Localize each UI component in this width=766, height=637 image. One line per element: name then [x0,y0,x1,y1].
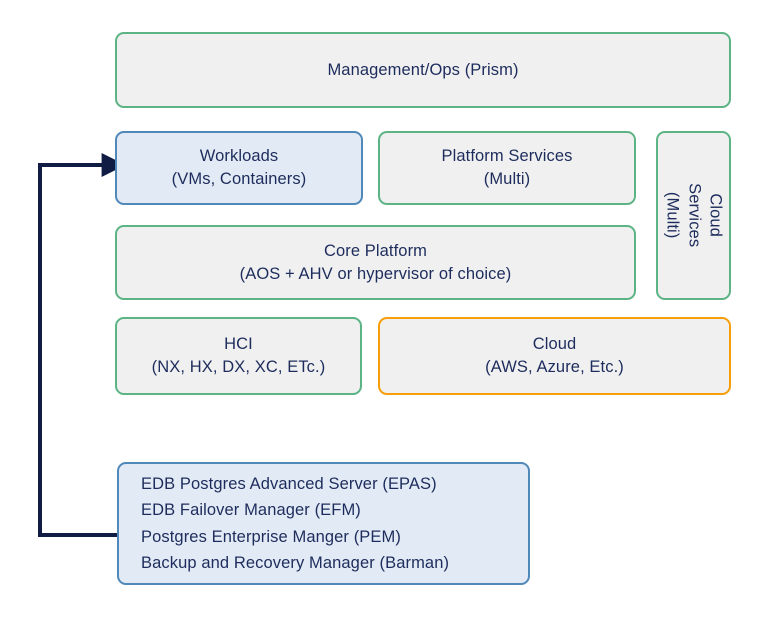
node-management-ops[interactable]: Management/Ops (Prism) [115,32,731,108]
node-hci[interactable]: HCI (NX, HX, DX, XC, ETc.) [115,317,362,395]
node-workloads[interactable]: Workloads (VMs, Containers) [115,131,363,205]
node-cloud-services[interactable]: Cloud Services (Multi) [656,131,731,300]
node-core-platform-label: Core Platform (AOS + AHV or hypervisor o… [239,241,512,283]
node-core-platform[interactable]: Core Platform (AOS + AHV or hypervisor o… [115,225,636,300]
node-cloud[interactable]: Cloud (AWS, Azure, Etc.) [378,317,731,395]
node-cloud-label: Cloud (AWS, Azure, Etc.) [485,335,624,376]
node-platform-services[interactable]: Platform Services (Multi) [378,131,636,205]
node-edb-components[interactable]: EDB Postgres Advanced Server (EPAS) EDB … [117,462,530,585]
node-hci-label: HCI (NX, HX, DX, XC, ETc.) [151,335,326,376]
edb-to-workloads-arrow [38,153,126,537]
node-edb-components-label: EDB Postgres Advanced Server (EPAS) EDB … [141,475,450,572]
node-platform-services-label: Platform Services (Multi) [441,147,573,188]
node-workloads-label: Workloads (VMs, Containers) [171,147,307,188]
node-cloud-services-label: Cloud Services (Multi) [663,183,725,248]
node-management-ops-label: Management/Ops (Prism) [327,60,519,79]
